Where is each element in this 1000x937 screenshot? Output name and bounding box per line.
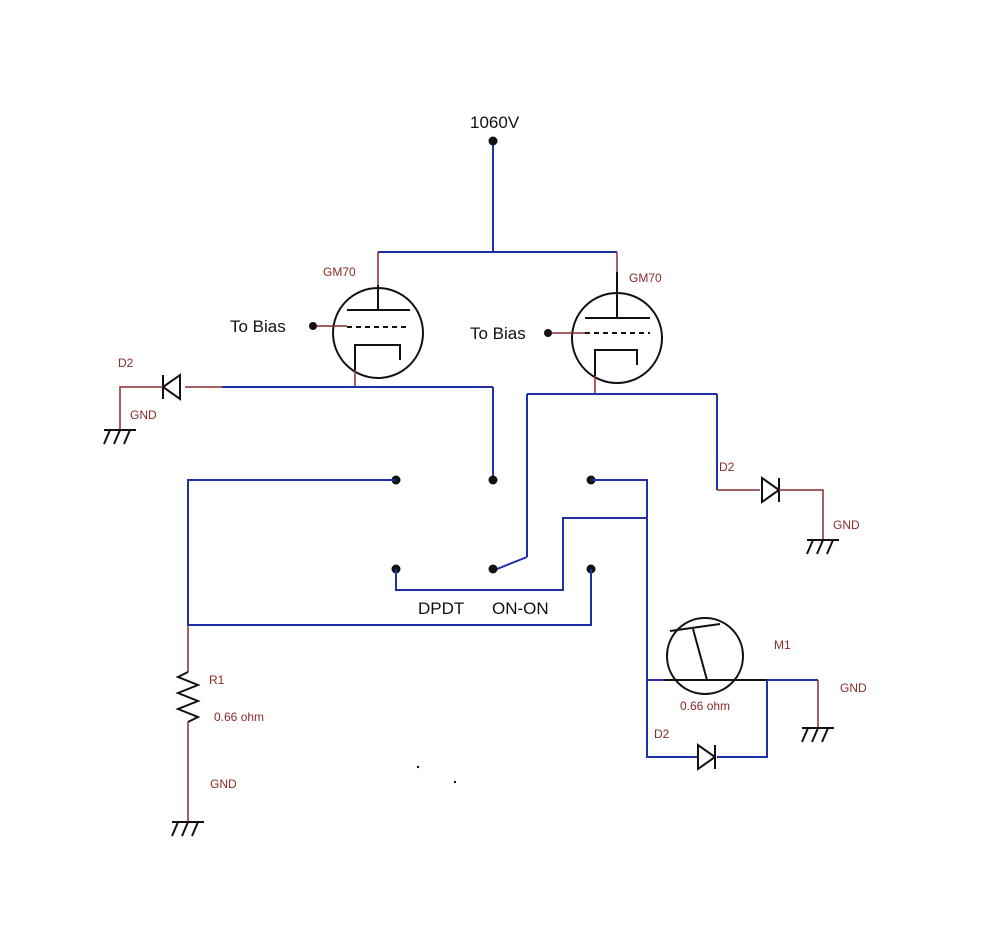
diode-meter: D2 xyxy=(646,680,768,771)
tube-2: To Bias GM70 xyxy=(470,271,663,394)
meter-m1-name: M1 xyxy=(774,638,791,652)
ground-top-left-symbol xyxy=(103,429,136,445)
switch-label-b: ON-ON xyxy=(492,599,549,618)
meter-m1: M1 0.66 ohm GND xyxy=(647,617,867,743)
ground-meter-label: GND xyxy=(840,681,867,695)
supply-terminal xyxy=(488,136,498,146)
ground-meter-symbol xyxy=(801,727,834,743)
tube-1-bias-label: To Bias xyxy=(230,317,286,336)
ground-resistor-symbol xyxy=(171,821,204,837)
meter-m1-needle xyxy=(692,628,708,681)
tube-2-filament xyxy=(594,349,638,376)
switch-terminal-5 xyxy=(488,564,498,574)
resistor-r1-body xyxy=(175,671,201,723)
diode-meter-label: D2 xyxy=(654,727,670,741)
tube-1-label: GM70 xyxy=(323,265,356,279)
meter-m1-dial xyxy=(666,617,744,695)
diode-top-left-body xyxy=(161,373,181,401)
dpdt-switch: DPDT ON-ON xyxy=(391,475,596,618)
ground-right-symbol xyxy=(806,539,839,555)
supply-node: 1060V xyxy=(377,113,618,285)
resistor-r1-name: R1 xyxy=(209,673,225,687)
switch-terminal-2 xyxy=(488,475,498,485)
ground-right-label: GND xyxy=(833,518,860,532)
resistor-r1-value: 0.66 ohm xyxy=(214,710,264,724)
meter-m1-value: 0.66 ohm xyxy=(680,699,730,713)
meter-m1-scale xyxy=(669,623,721,632)
tube-1: To Bias GM70 xyxy=(230,265,424,387)
diode-right-label: D2 xyxy=(719,460,735,474)
diode-meter-body xyxy=(697,743,717,771)
diode-right-body xyxy=(761,476,781,504)
diode-top-left-label: D2 xyxy=(118,356,134,370)
ground-top-left-label: GND xyxy=(130,408,157,422)
stray-mark xyxy=(453,780,457,784)
tube-2-bias-label: To Bias xyxy=(470,324,526,343)
tube-2-label: GM70 xyxy=(629,271,662,285)
diode-right: D2 GND xyxy=(496,393,860,570)
tube-2-bias-terminal xyxy=(544,329,552,337)
tube-1-filament xyxy=(354,344,401,370)
stray-mark xyxy=(416,765,420,769)
switch-label-a: DPDT xyxy=(418,599,464,618)
supply-label: 1060V xyxy=(470,113,520,132)
resistor-r1: R1 0.66 ohm GND xyxy=(171,625,264,837)
tube-1-bias-terminal xyxy=(309,322,317,330)
ground-resistor-label: GND xyxy=(210,777,237,791)
diode-top-left: D2 GND xyxy=(103,356,494,480)
